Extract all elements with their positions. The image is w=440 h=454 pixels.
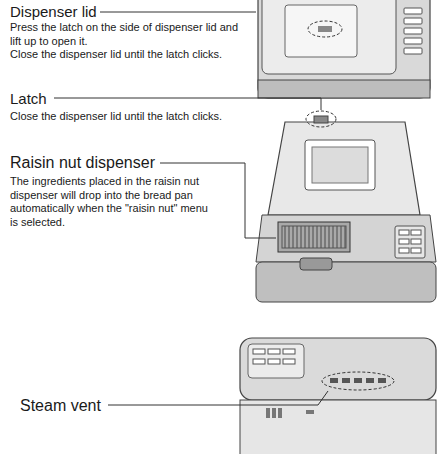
machine-top-view (258, 0, 430, 98)
instruction-note: Close the dispenser lid until the latch … (10, 48, 222, 62)
part-name: Latch (10, 90, 47, 108)
instruction-note: Close the dispenser lid until the latch … (10, 110, 222, 124)
part-name: Steam vent (20, 396, 101, 415)
machine-open-lid (256, 111, 436, 302)
instruction-note: The ingredients placed in the raisin nut… (10, 175, 210, 229)
instruction-note: Press the latch on the side of dispenser… (10, 21, 246, 48)
part-name: Raisin nut dispenser (10, 153, 155, 172)
leader-line (108, 391, 328, 405)
leader-line (100, 12, 256, 13)
leader-line (54, 98, 321, 110)
machine-front-view (240, 338, 436, 454)
part-name: Dispenser lid (10, 3, 97, 21)
